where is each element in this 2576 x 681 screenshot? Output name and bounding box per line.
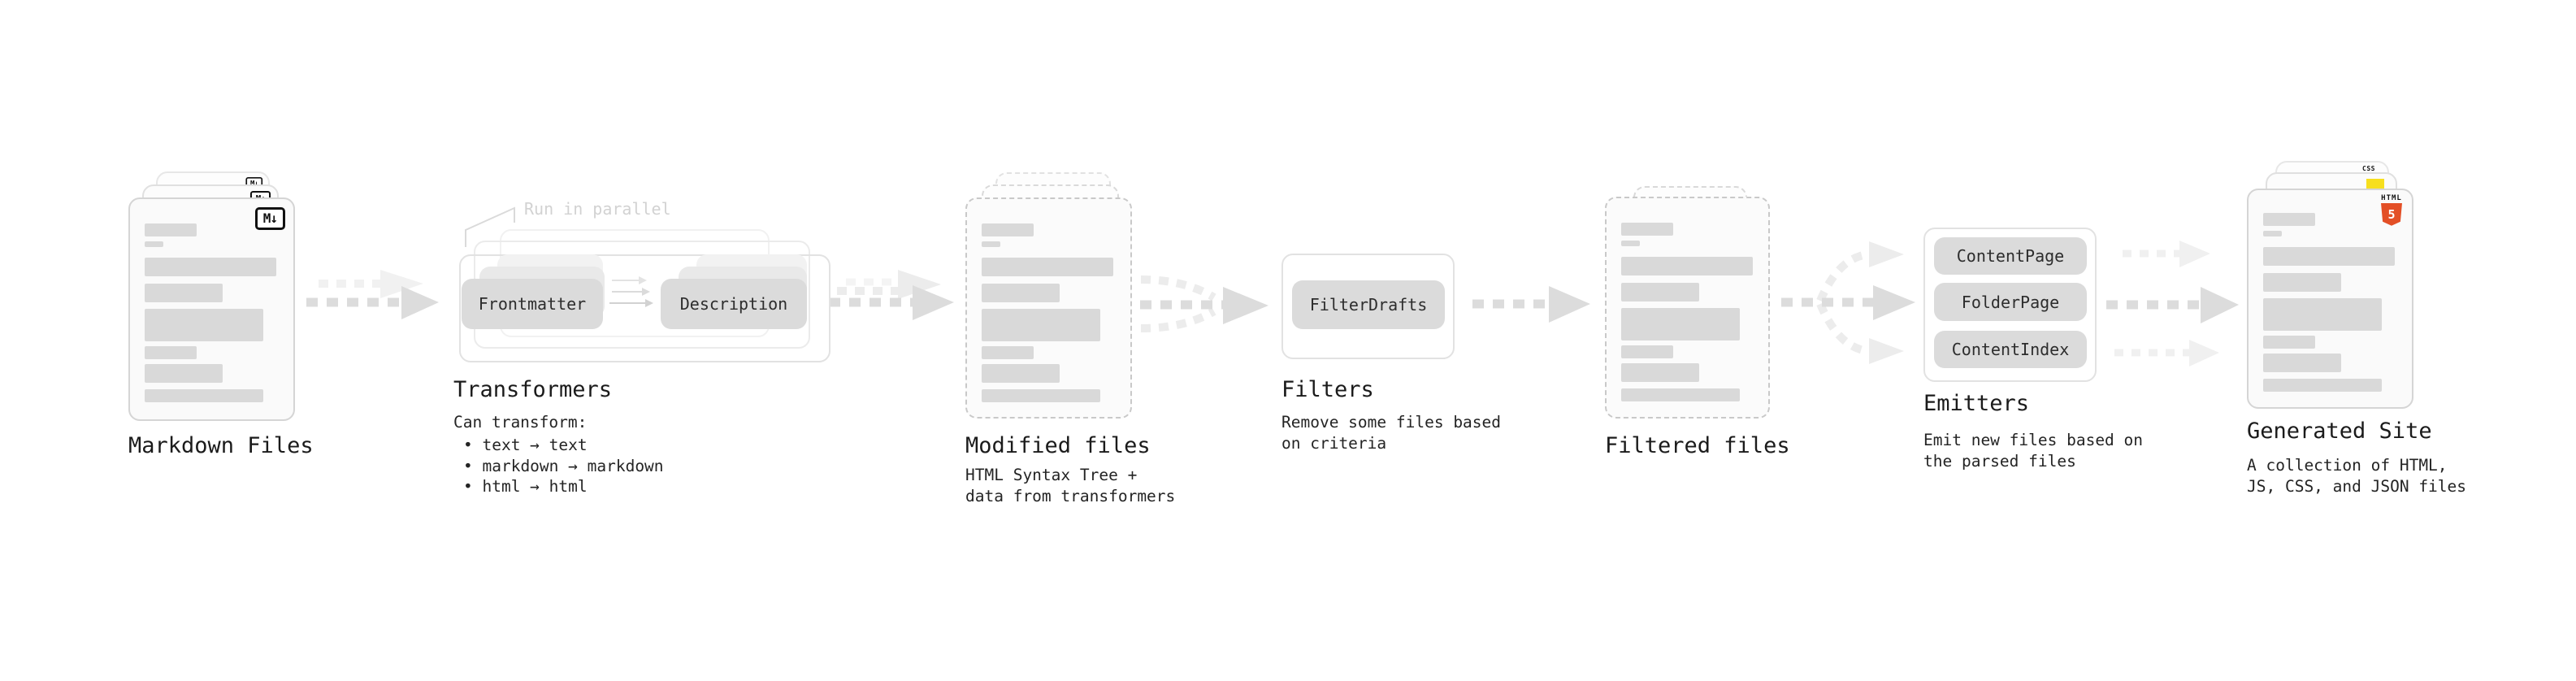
placeholder-bar [145,364,223,383]
placeholder-bar [982,241,1000,247]
filter-drafts-chip: FilterDrafts [1292,280,1445,329]
placeholder-bar [982,389,1100,402]
run-in-parallel-label: Run in parallel [524,199,671,219]
placeholder-bar [145,284,223,302]
placeholder-bar [1621,363,1699,382]
html5-icon: HTML 5 [2381,194,2402,226]
placeholder-bar [1621,223,1673,236]
emitters-description: Emit new files based on the parsed files [1923,431,2144,471]
placeholder-bar [145,241,163,247]
placeholder-bar [2263,247,2395,266]
placeholder-bar [2263,273,2341,292]
placeholder-bar [1621,308,1740,340]
filters-label: Filters [1281,377,1374,402]
frontmatter-chip: Frontmatter [462,279,603,329]
placeholder-bar [2263,298,2382,331]
filtered-file-card-front [1605,197,1770,419]
placeholder-bar [1621,257,1753,275]
transform-bullet: • text → text [463,436,588,454]
arrow-modified-to-filters [1140,275,1268,332]
transformers-description-heading: Can transform: [453,413,588,432]
markdown-file-card-front: M↓ [128,197,295,421]
transformers-label: Transformers [453,377,613,402]
arrow-filtered-to-emitters [1781,241,1915,364]
html-file-card: HTML 5 [2247,189,2413,409]
placeholder-bar [2263,213,2315,226]
run-in-parallel-connector [465,206,515,247]
placeholder-bar [1621,345,1673,358]
arrow-markdown-to-transformers [306,270,439,319]
markdown-files-label: Markdown Files [128,433,314,458]
placeholder-bar [145,389,263,402]
document-text-placeholder [1621,223,1757,401]
placeholder-bar [145,223,197,236]
transform-bullet: • markdown → markdown [463,456,664,475]
placeholder-bar [1621,241,1640,246]
placeholder-bar [2263,231,2282,236]
placeholder-bar [982,346,1034,359]
placeholder-bar [982,309,1100,341]
transform-bullet: • html → html [463,477,588,496]
transformers-bullets: • text → text • markdown → markdown • ht… [463,435,664,497]
filters-description: Remove some files based on criteria [1281,413,1502,453]
transformer-layer-front [459,254,830,362]
document-text-placeholder [2263,213,2400,392]
placeholder-bar [982,364,1060,383]
arrow-transformers-to-modified [829,270,954,320]
content-page-chip: ContentPage [1934,237,2087,275]
modified-files-label: Modified files [965,433,1151,458]
placeholder-bar [145,258,276,276]
placeholder-bar [982,223,1034,236]
arrow-filters-to-filtered [1472,286,1590,323]
javascript-icon [2366,179,2384,189]
placeholder-bar [2263,354,2341,372]
modified-file-card-front [965,197,1132,419]
placeholder-bar [145,309,263,341]
placeholder-bar [2263,336,2315,349]
generated-site-description: A collection of HTML, JS, CSS, and JSON … [2247,456,2467,496]
arrow-frontmatter-to-description [609,276,653,307]
placeholder-bar [2263,379,2382,392]
filtered-files-label: Filtered files [1605,433,1790,458]
placeholder-bar [145,346,197,359]
generated-site-label: Generated Site [2247,419,2432,444]
modified-files-description: HTML Syntax Tree + data from transformer… [965,466,1176,505]
placeholder-bar [1621,388,1740,401]
document-text-placeholder [982,223,1119,402]
emitters-label: Emitters [1923,391,2030,416]
content-index-chip: ContentIndex [1934,331,2087,368]
description-chip: Description [661,279,807,329]
placeholder-bar [982,284,1060,302]
document-text-placeholder [145,223,282,402]
markdown-icon: M↓ [254,207,285,230]
placeholder-bar [982,258,1113,276]
placeholder-bar [1621,283,1699,301]
arrow-emitters-to-site [2106,241,2239,367]
folder-page-chip: FolderPage [1934,283,2087,321]
